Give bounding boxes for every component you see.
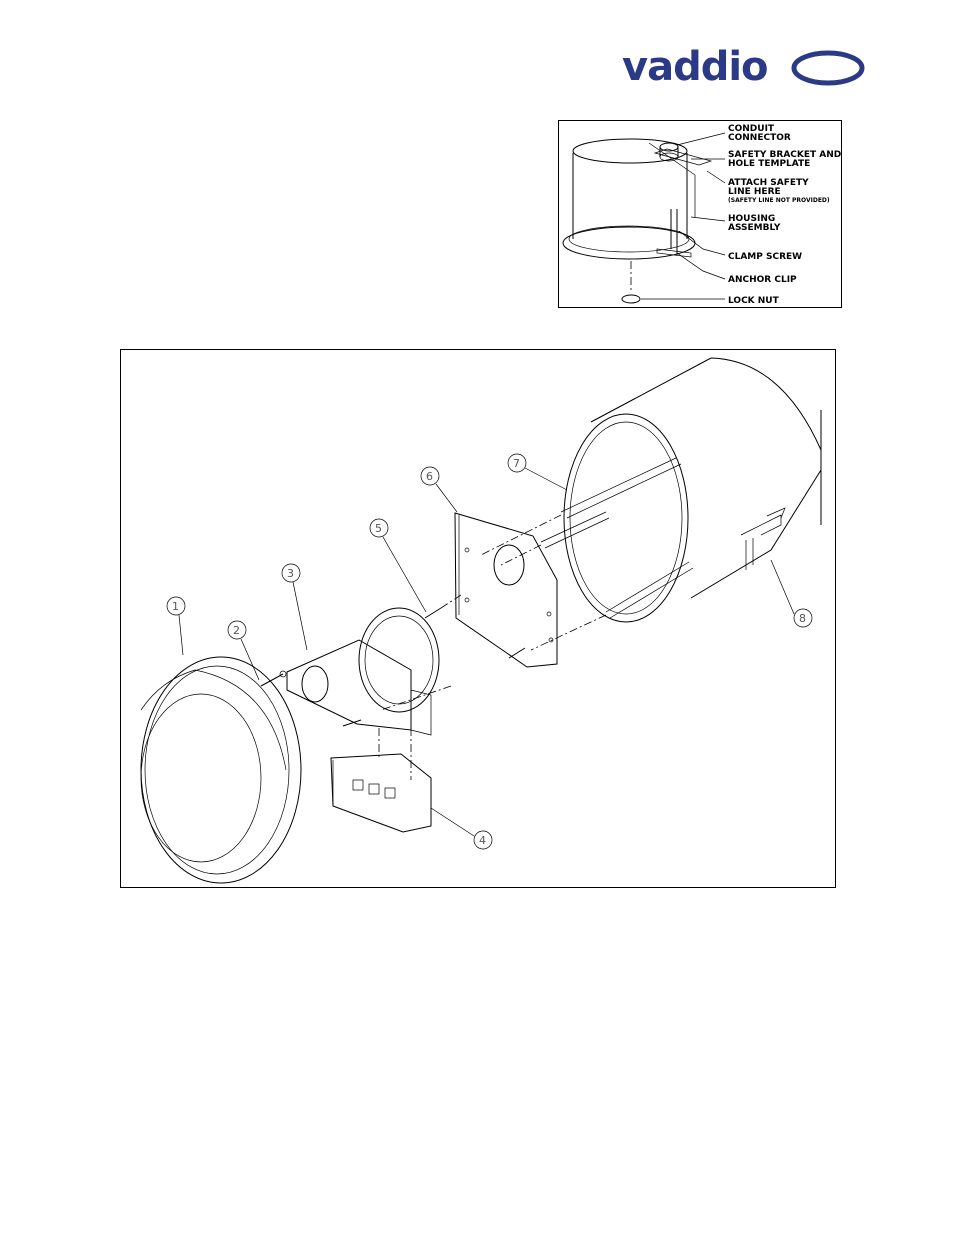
small-screw <box>261 671 361 726</box>
camera-mount <box>287 608 439 735</box>
housing-cylinder <box>564 358 821 622</box>
callout-clamp-screw: CLAMP SCREW <box>728 252 802 262</box>
logo-text: vaddio <box>622 44 768 90</box>
callout-housing-line2: ASSEMBLY <box>728 223 781 233</box>
vaddio-logo: vaddio <box>620 44 866 90</box>
part-callout-1: 1 <box>167 597 185 655</box>
mounting-plate <box>455 513 557 667</box>
part-callout-6: 6 <box>421 467 457 512</box>
part-number-2: 2 <box>233 624 240 637</box>
support-rods <box>481 458 693 650</box>
housing-inset-figure: CONDUIT CONNECTOR SAFETY BRACKET AND HOL… <box>558 120 842 308</box>
part-number-5: 5 <box>375 522 382 535</box>
part-number-8: 8 <box>799 612 806 625</box>
part-callout-7: 7 <box>508 454 567 490</box>
part-callout-2: 2 <box>228 621 259 680</box>
part-number-7: 7 <box>513 457 520 470</box>
callout-safety-bracket-line2: HOLE TEMPLATE <box>728 159 810 169</box>
part-callout-5: 5 <box>370 519 426 612</box>
part-callout-8: 8 <box>771 560 812 627</box>
screws <box>381 595 525 710</box>
part-number-1: 1 <box>172 600 179 613</box>
callout-anchor-clip: ANCHOR CLIP <box>728 275 797 285</box>
part-number-6: 6 <box>426 470 433 483</box>
callout-attach-safety-note: (SAFETY LINE NOT PROVIDED) <box>728 197 830 204</box>
exploded-view-figure: 1 2 3 4 5 6 7 <box>120 349 836 888</box>
dome-cover <box>141 657 301 883</box>
part-callout-3: 3 <box>282 564 307 650</box>
part-callout-4: 4 <box>431 808 492 849</box>
callout-conduit-connector-line2: CONNECTOR <box>728 133 791 143</box>
callout-attach-safety-line2: LINE HERE <box>728 187 781 197</box>
part-number-3: 3 <box>287 567 294 580</box>
callout-lock-nut: LOCK NUT <box>728 296 780 306</box>
part-number-4: 4 <box>479 834 486 847</box>
connector-block <box>331 728 431 832</box>
